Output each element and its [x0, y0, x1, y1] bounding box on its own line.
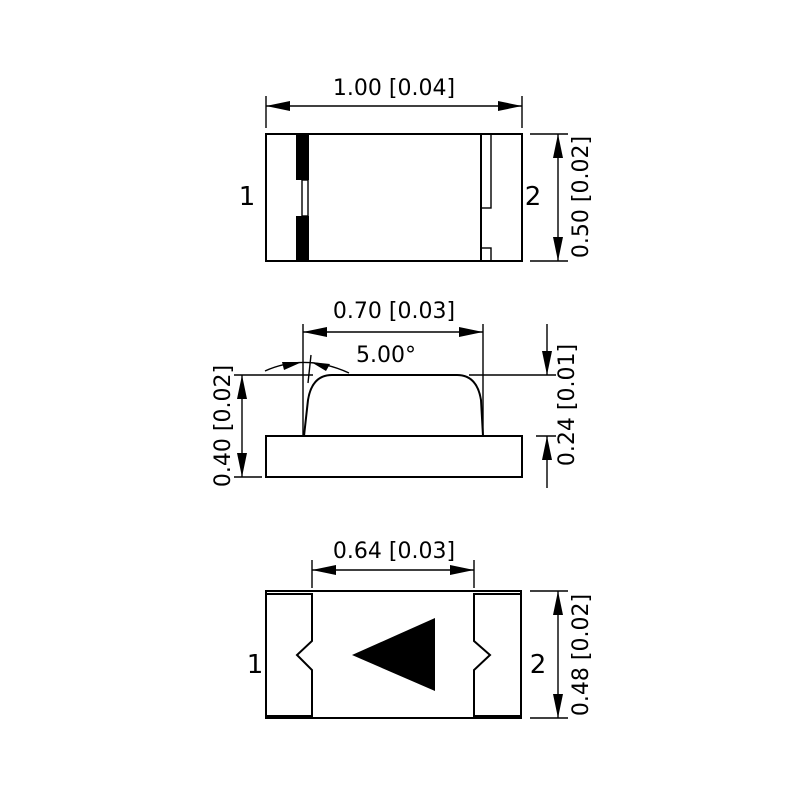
dome-height-dim: 0.24 [0.01]	[555, 344, 580, 466]
bottom-height-dim: 0.48 [0.02]	[569, 594, 594, 716]
top-view: 1.00 [0.04] 0.50 [0.02] 1 2	[239, 76, 594, 262]
top-width-dim: 1.00 [0.04]	[333, 76, 455, 101]
anode-tab-upper	[480, 133, 492, 209]
draft-angle-label: 5.00°	[356, 343, 416, 368]
cathode-pad	[266, 593, 313, 717]
anode-pad	[473, 593, 521, 717]
dome-width-dim: 0.70 [0.03]	[333, 299, 455, 324]
bottom-body-outline	[265, 590, 522, 719]
side-view: 0.70 [0.03] 5.00° 0.40 [0.02] 0.24 [0.01…	[211, 299, 580, 488]
angle-arc	[264, 361, 350, 374]
bottom-view: 0.64 [0.03] 0.48 [0.02] 1 2	[247, 539, 594, 719]
pad-span-dim: 0.64 [0.03]	[333, 539, 455, 564]
cathode-mark-gap	[301, 179, 309, 217]
bottom-pin1-label: 1	[247, 650, 264, 680]
polarity-triangle-icon	[352, 618, 435, 691]
top-body-outline	[265, 133, 523, 262]
top-pin2-label: 2	[525, 182, 542, 212]
cathode-mark-lower	[296, 216, 309, 261]
substrate-outline	[265, 435, 523, 478]
top-pin1-label: 1	[239, 182, 256, 212]
top-height-dim: 0.50 [0.02]	[569, 136, 594, 258]
bottom-pin2-label: 2	[530, 650, 547, 680]
anode-tab-lower	[480, 247, 492, 262]
cathode-mark-upper	[296, 134, 309, 180]
total-height-dim: 0.40 [0.02]	[211, 365, 236, 487]
dome-outline	[303, 374, 484, 437]
